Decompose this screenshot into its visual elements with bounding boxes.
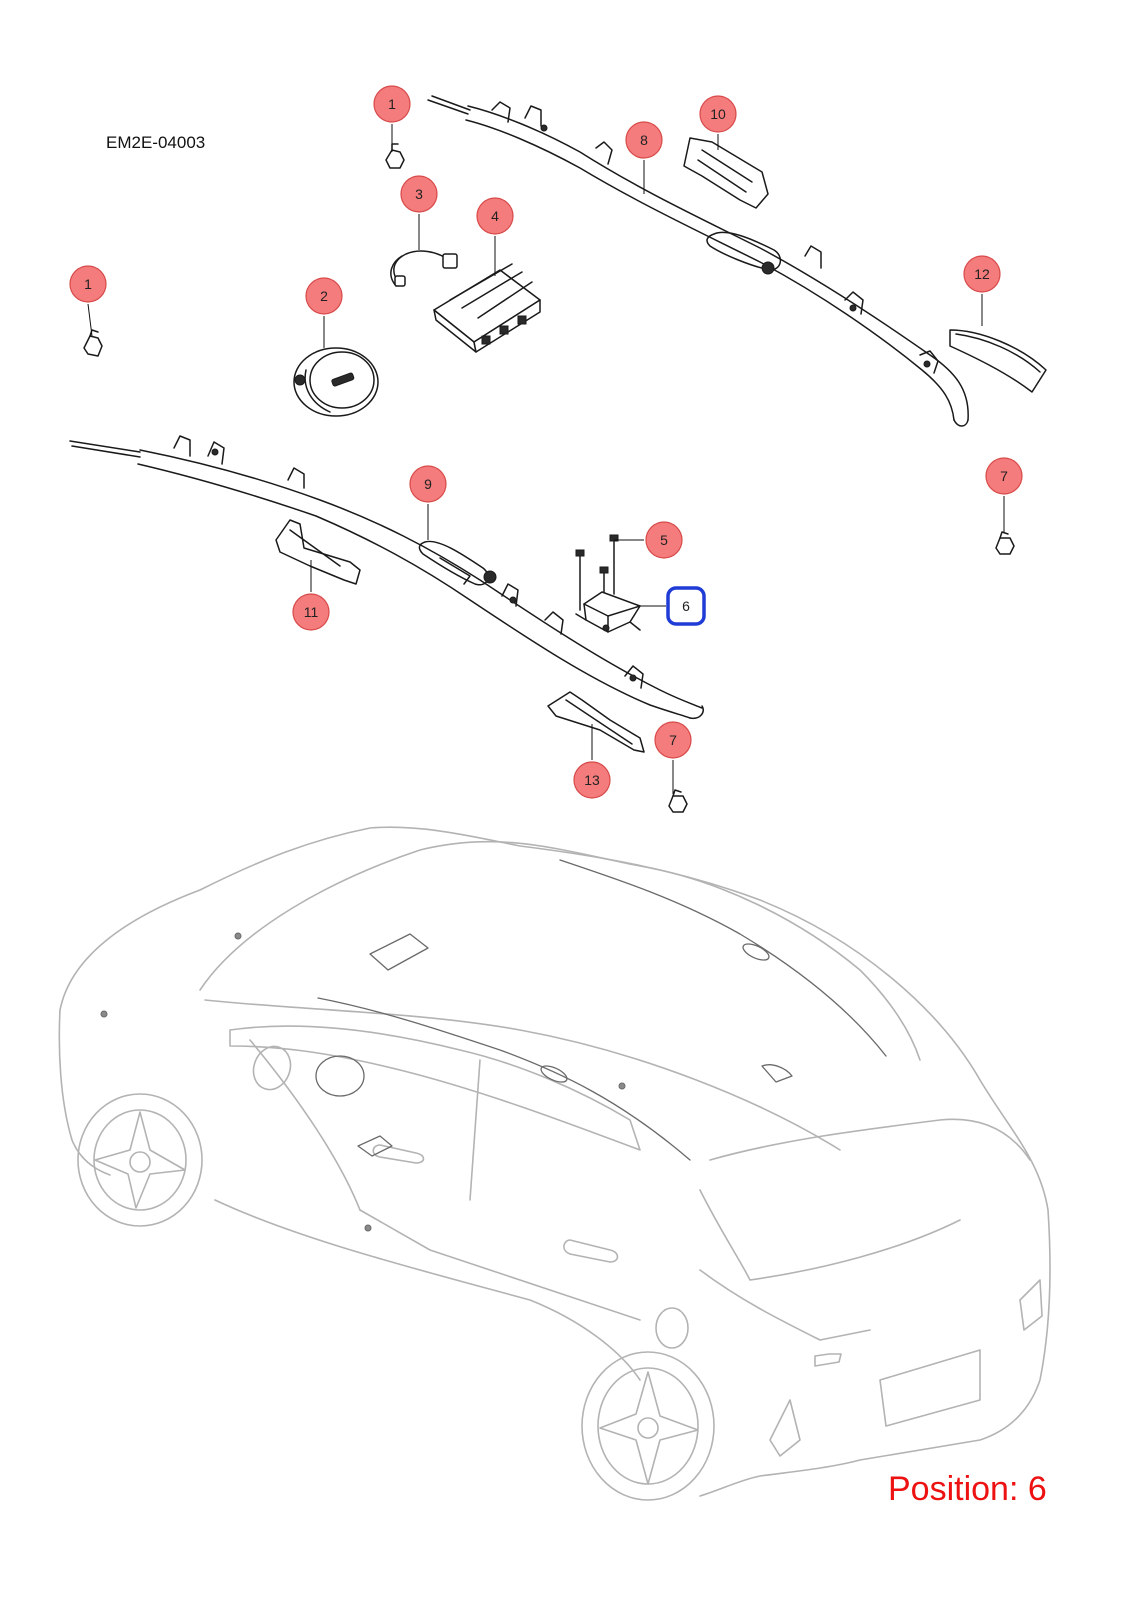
callout-label: 1 xyxy=(388,96,396,112)
callout-leaders xyxy=(87,124,1005,794)
callout-10[interactable]: 10 xyxy=(699,95,737,133)
callout-9[interactable]: 9 xyxy=(409,465,447,503)
part-4-passenger-airbag[interactable] xyxy=(433,263,541,353)
callout-6-selected[interactable]: 6 xyxy=(666,586,706,626)
callout-label: 1 xyxy=(84,276,92,292)
callout-1-upper[interactable]: 1 xyxy=(373,85,411,123)
callout-label: 11 xyxy=(304,604,319,620)
part-1-clip-upper[interactable] xyxy=(385,143,405,169)
part-1-clip-left[interactable] xyxy=(83,329,103,357)
part-13-bracket[interactable] xyxy=(547,691,645,753)
callout-label: 7 xyxy=(669,732,677,748)
document-code: EM2E-04003 xyxy=(106,133,206,152)
callout-label: 3 xyxy=(415,186,423,202)
part-8-curtain-airbag-upper[interactable] xyxy=(427,95,969,427)
part-2-driver-airbag[interactable] xyxy=(293,347,379,417)
part-5-screws[interactable] xyxy=(575,534,619,627)
part-7-clip-bottom[interactable] xyxy=(668,789,688,813)
callout-label: 9 xyxy=(424,476,432,492)
callout-11[interactable]: 11 xyxy=(292,593,330,631)
part-7-clip-right[interactable] xyxy=(995,531,1015,555)
part-9-curtain-airbag-lower[interactable] xyxy=(69,435,704,720)
part-11-bracket[interactable] xyxy=(275,519,361,585)
vehicle-overview xyxy=(58,826,1051,1501)
part-6-airbag-control-unit[interactable] xyxy=(575,591,641,633)
callout-7-bottom[interactable]: 7 xyxy=(654,721,692,759)
callout-label: 6 xyxy=(682,598,690,614)
callout-label: 4 xyxy=(491,208,499,224)
callout-3[interactable]: 3 xyxy=(400,175,438,213)
callout-label: 12 xyxy=(974,266,990,282)
callout-7-right[interactable]: 7 xyxy=(985,457,1023,495)
callout-label: 10 xyxy=(710,106,726,122)
part-12-sill-cover[interactable] xyxy=(949,329,1047,393)
callout-1-left[interactable]: 1 xyxy=(69,265,107,303)
part-3-wiring-harness[interactable] xyxy=(390,250,458,287)
callout-label: 2 xyxy=(320,288,328,304)
position-label: Position: 6 xyxy=(888,1470,1047,1508)
callout-2[interactable]: 2 xyxy=(305,277,343,315)
callout-label: 8 xyxy=(640,132,648,148)
callout-label: 13 xyxy=(584,772,600,788)
callout-label: 7 xyxy=(1000,468,1008,484)
callout-12[interactable]: 12 xyxy=(963,255,1001,293)
callout-13[interactable]: 13 xyxy=(573,761,611,799)
callout-label: 5 xyxy=(660,532,668,548)
callout-4[interactable]: 4 xyxy=(476,197,514,235)
part-10-bracket[interactable] xyxy=(683,137,769,209)
callout-5[interactable]: 5 xyxy=(645,521,683,559)
callout-8[interactable]: 8 xyxy=(625,121,663,159)
